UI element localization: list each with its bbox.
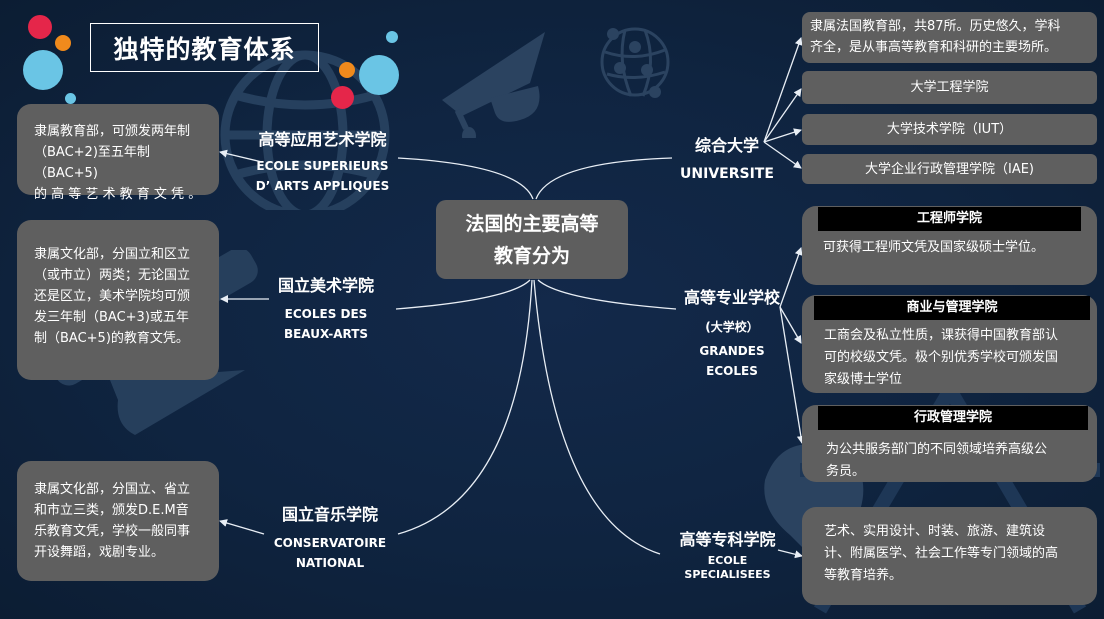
node-cn-label: 高等专业学校 — [683, 288, 780, 307]
desc-line: 开设舞蹈，戏剧专业。 — [34, 545, 165, 560]
card-header: 商业与管理学院 — [814, 296, 1090, 320]
node-cn-label: 高等专科学院 — [679, 530, 776, 549]
desc-line: 艺术、实用设计、时装、旅游、建筑设 — [824, 524, 1046, 539]
node-fr-label: ECOLES — [706, 364, 758, 378]
universite-item-engineering: 大学工程学院 — [802, 71, 1097, 104]
card-header: 行政管理学院 — [818, 406, 1088, 430]
desc-line: 和市立三类，颁发D.E.M音 — [34, 503, 189, 518]
page-title: 独特的教育体系 — [90, 23, 319, 72]
desc-box-arts-appliques: 隶属教育部，可颁发两年制 （BAC+2)至五年制（BAC+5) 的 高 等 艺 … — [17, 104, 219, 202]
desc-line: 计、附属医学、社会工作等专门领域的高 — [824, 546, 1059, 561]
desc-line: 等教育培养。 — [824, 568, 903, 583]
desc-line: 隶属文化部，分国立、省立 — [34, 482, 191, 497]
card-body: 为公共服务部门的不同领域培养高级公 务员。 — [826, 439, 1047, 483]
desc-line: 为公共服务部门的不同领域培养高级公 — [826, 442, 1048, 457]
card-body: 工商会及私立性质，课获得中国教育部认 可的校级文凭。极个别优秀学校可颁发国 家级… — [824, 325, 1058, 391]
node-fr-label: D’ ARTS APPLIQUES — [255, 179, 390, 193]
node-cn-label: 国立音乐学院 — [281, 505, 378, 524]
desc-box-beaux-arts: 隶属文化部，分国立和区立 （或市立）两类；无论国立 还是区立，美术学院均可颁 发… — [17, 220, 219, 380]
desc-line: 家级博士学位 — [824, 372, 903, 387]
desc-line: 务员。 — [826, 464, 866, 479]
node-conservatoire: 国立音乐学院 CONSERVATOIRE NATIONAL — [265, 501, 395, 573]
node-fr-label: ECOLES DES — [284, 307, 368, 321]
card-body: 可获得工程师文凭及国家级硕士学位。 — [823, 240, 1045, 255]
desc-line: （BAC+2)至五年制（BAC+5) — [34, 145, 150, 181]
node-specialisees: 高等专科学院 ECOLE SPECIALISEES — [675, 526, 780, 582]
desc-line: 乐教育文凭，学校一般同事 — [34, 524, 191, 539]
node-cn-label: 综合大学 — [694, 136, 759, 155]
node-fr-label: UNIVERSITE — [680, 166, 774, 182]
desc-line: 隶属法国教育部，共87所。历史悠久，学科 — [810, 19, 1061, 34]
node-fr-label: BEAUX-ARTS — [283, 327, 369, 341]
desc-line: 发三年制（BAC+3)或五年 — [34, 310, 189, 325]
desc-line: 齐全，是从事高等教育和科研的主要场所。 — [810, 40, 1058, 55]
center-node: 法国的主要高等 教育分为 — [436, 200, 628, 279]
desc-line: 的 高 等 艺 术 教 育 文 凭 。 — [34, 187, 202, 202]
item-label: 大学工程学院 — [910, 80, 989, 95]
node-arts-appliques: 高等应用艺术学院 ECOLE SUPERIEURS D’ ARTS APPLIQ… — [250, 126, 395, 196]
desc-line: （或市立）两类；无论国立 — [34, 268, 191, 283]
desc-line: 可的校级文凭。极个别优秀学校可颁发国 — [824, 350, 1059, 365]
node-cn-label: 高等应用艺术学院 — [258, 130, 387, 149]
node-beaux-arts: 国立美术学院 ECOLES DES BEAUX-ARTS — [266, 272, 386, 344]
desc-line: 工商会及私立性质，课获得中国教育部认 — [824, 328, 1059, 343]
node-grandes-ecoles: 高等专业学校 (大学校） GRANDES ECOLES — [678, 284, 786, 381]
node-cn-label: 国立美术学院 — [277, 276, 374, 295]
node-fr-label: NATIONAL — [295, 556, 365, 570]
card-business-school: 商业与管理学院 工商会及私立性质，课获得中国教育部认 可的校级文凭。极个别优秀学… — [802, 295, 1097, 393]
node-fr-label: CONSERVATOIRE — [273, 536, 387, 550]
node-fr-label: SPECIALISEES — [684, 568, 771, 581]
item-label: 大学企业行政管理学院（IAE) — [864, 161, 1034, 177]
universite-item-iae: 大学企业行政管理学院（IAE) — [802, 154, 1097, 184]
desc-line: 隶属文化部，分国立和区立 — [34, 247, 191, 262]
desc-line: 隶属教育部，可颁发两年制 — [34, 124, 191, 139]
card-engineering-school: 工程师学院 可获得工程师文凭及国家级硕士学位。 — [802, 206, 1097, 285]
node-fr-label: ECOLE SUPERIEURS — [256, 159, 389, 173]
specialisees-desc-box: 艺术、实用设计、时装、旅游、建筑设 计、附属医学、社会工作等专门领域的高 等教育… — [802, 507, 1097, 605]
card-header: 工程师学院 — [818, 207, 1081, 231]
center-node-line2: 教育分为 — [493, 244, 570, 267]
card-administration-school: 行政管理学院 为公共服务部门的不同领域培养高级公 务员。 — [802, 405, 1097, 482]
universite-item-iut: 大学技术学院（IUT） — [802, 114, 1097, 145]
universite-desc-box: 隶属法国教育部，共87所。历史悠久，学科 齐全，是从事高等教育和科研的主要场所。 — [802, 12, 1097, 63]
node-sub-label: (大学校） — [705, 320, 759, 334]
desc-line: 还是区立，美术学院均可颁 — [34, 289, 191, 304]
desc-box-conservatoire: 隶属文化部，分国立、省立 和市立三类，颁发D.E.M音 乐教育文凭，学校一般同事… — [17, 461, 219, 581]
item-label: 大学技术学院（IUT） — [886, 122, 1013, 137]
desc-line: 制（BAC+5)的教育文凭。 — [34, 331, 189, 346]
node-fr-label: ECOLE — [707, 554, 748, 567]
node-universite: 综合大学 UNIVERSITE — [672, 132, 782, 182]
node-fr-label: GRANDES — [699, 344, 765, 358]
center-node-line1: 法国的主要高等 — [465, 212, 599, 235]
